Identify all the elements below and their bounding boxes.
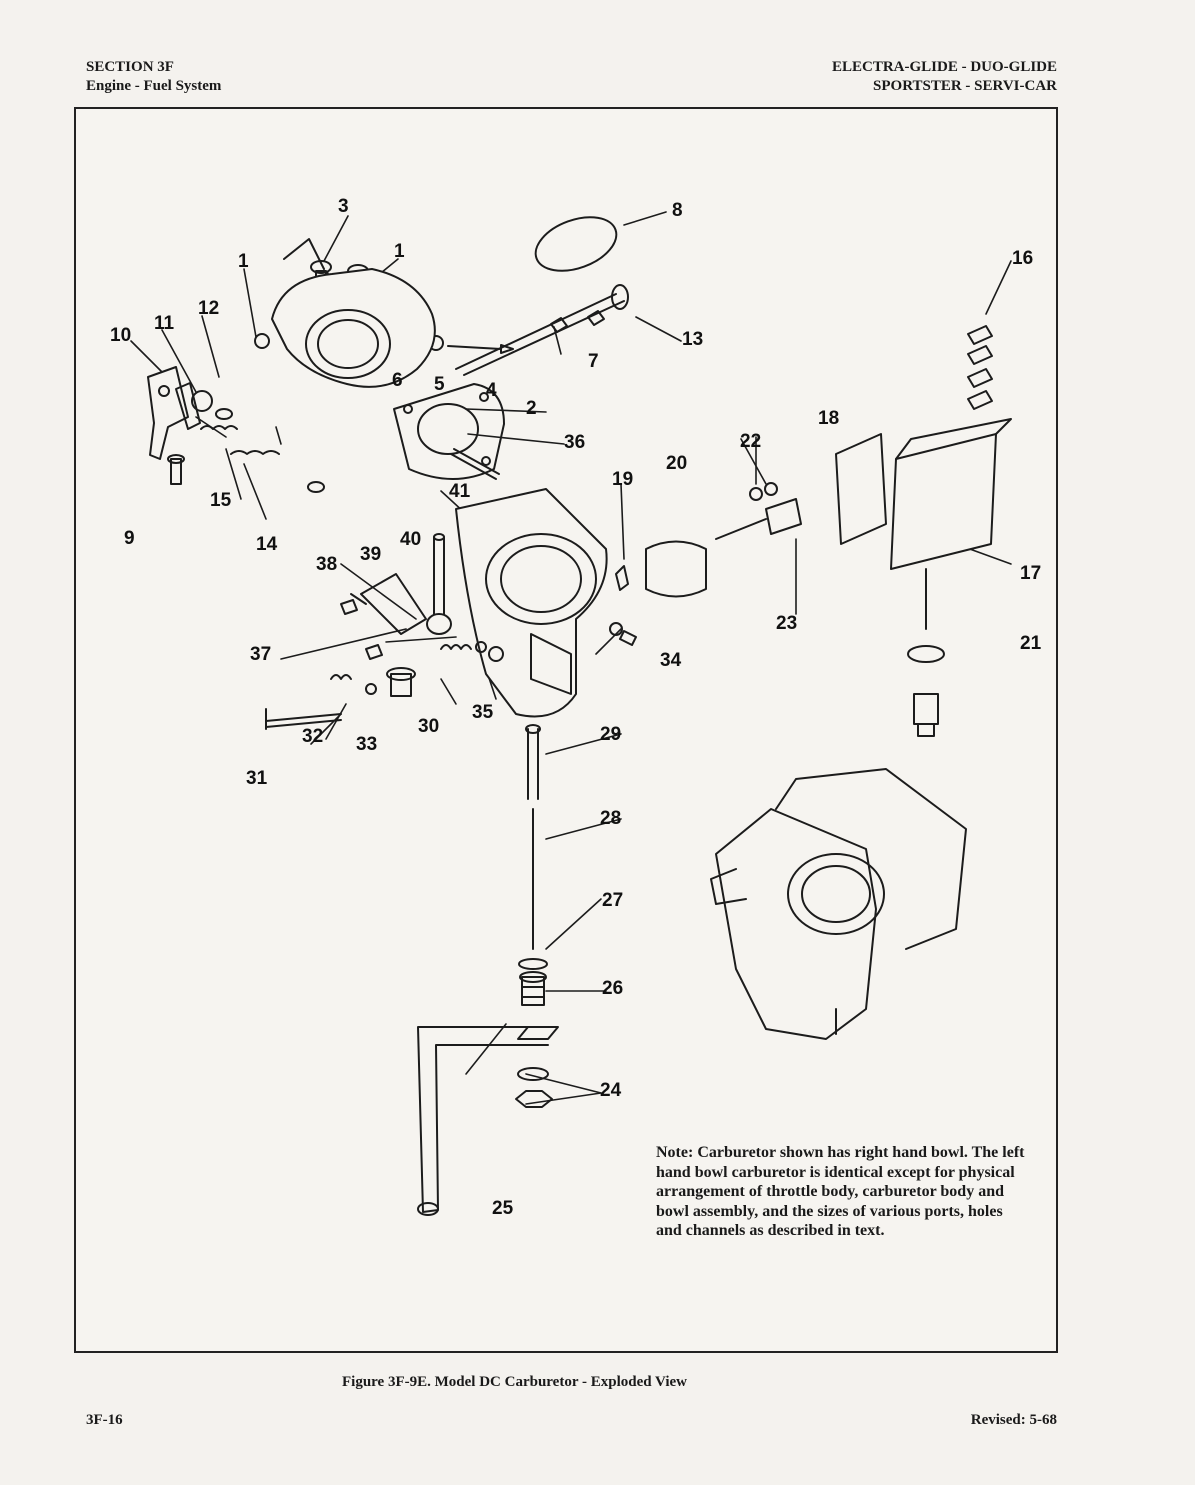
spring-14 — [230, 450, 280, 455]
callout-20: 20 — [666, 453, 688, 474]
washer-11 — [191, 390, 213, 412]
washer-12 — [215, 408, 233, 420]
callout-4: 4 — [486, 380, 497, 401]
throttle-body — [271, 238, 436, 388]
float-lever-23 — [715, 498, 802, 540]
float-bowl-17 — [890, 418, 1012, 570]
nuts-24 — [515, 1067, 553, 1108]
lever-10 — [147, 366, 201, 460]
callout-5: 5 — [434, 374, 445, 395]
callout-28: 28 — [600, 808, 622, 829]
figure-caption: Figure 3F-9E. Model DC Carburetor - Expl… — [342, 1374, 687, 1390]
models-line-2: SPORTSTER - SERVI-CAR — [873, 78, 1057, 94]
callout-34: 34 — [660, 650, 682, 671]
callout-25: 25 — [492, 1198, 514, 1219]
callout-3: 3 — [338, 196, 349, 217]
callout-8: 8 — [672, 200, 683, 221]
pin-36 — [450, 448, 500, 480]
jet-29 — [525, 724, 541, 800]
throttle-shaft-13 — [455, 284, 629, 376]
throttle-disc-8 — [534, 216, 618, 272]
callout-17: 17 — [1020, 563, 1042, 584]
screws-7 — [550, 310, 605, 333]
screws-16 — [967, 325, 993, 410]
callout-6: 6 — [392, 370, 403, 391]
bracket-25 — [417, 1026, 559, 1216]
pin-22 — [749, 482, 778, 501]
washer-27 — [518, 958, 548, 970]
screw-35 — [440, 641, 504, 662]
clip-19 — [615, 565, 629, 591]
callout-27: 27 — [602, 890, 624, 911]
fitting-30 — [386, 667, 416, 697]
callout-12: 12 — [198, 298, 220, 319]
callout-19: 19 — [612, 469, 634, 490]
section-header: SECTION 3F Engine - Fuel System — [86, 58, 221, 96]
callout-24: 24 — [600, 1080, 622, 1101]
callout-11: 11 — [154, 313, 175, 334]
screw-34 — [609, 622, 637, 646]
inlet-fitting-21 — [907, 568, 945, 737]
needle-40 — [426, 533, 452, 635]
revision-date: Revised: 5-68 — [970, 1412, 1057, 1428]
assembled-carburetor — [710, 768, 967, 1040]
bowl-gasket-18 — [835, 433, 887, 545]
callout-21: 21 — [1020, 633, 1042, 654]
spring-15 — [200, 425, 238, 430]
section-title: SECTION 3F — [86, 59, 174, 75]
callout-18: 18 — [818, 408, 840, 429]
callout-7: 7 — [588, 351, 599, 372]
callout-29: 29 — [600, 724, 622, 745]
callout-1b: 1 — [394, 241, 405, 262]
callout-39: 39 — [360, 544, 382, 565]
models-header: ELECTRA-GLIDE - DUO-GLIDE SPORTSTER - SE… — [832, 58, 1057, 96]
callout-1: 1 — [238, 251, 249, 272]
callout-31: 31 — [246, 768, 268, 789]
gasket-2 — [393, 383, 505, 480]
washer-33 — [365, 683, 377, 695]
callout-36: 36 — [564, 432, 586, 453]
callout-35: 35 — [472, 702, 494, 723]
callout-26: 26 — [602, 978, 624, 999]
callout-14: 14 — [256, 534, 278, 555]
needle-31 — [265, 708, 342, 730]
callout-10: 10 — [110, 325, 132, 346]
exploded-view-drawing — [130, 211, 1012, 1216]
lever-38-39 — [350, 573, 427, 635]
callout-33: 33 — [356, 734, 378, 755]
page-number: 3F-16 — [86, 1412, 123, 1428]
callout-38: 38 — [316, 554, 338, 575]
callout-23: 23 — [776, 613, 798, 634]
callout-37: 37 — [250, 644, 272, 665]
spring-32 — [330, 674, 352, 680]
callout-32: 32 — [302, 726, 324, 747]
callout-40: 40 — [400, 529, 422, 550]
callout-16: 16 — [1012, 248, 1034, 269]
fitting-26 — [519, 971, 547, 1006]
carburetor-body — [455, 488, 608, 718]
figure-note: Note: Carburetor shown has right hand bo… — [656, 1144, 1025, 1239]
figure-frame: 3 1 1 8 12 11 10 13 6 5 4 7 2 36 41 15 1… — [74, 107, 1058, 1353]
models-line-1: ELECTRA-GLIDE - DUO-GLIDE — [831, 59, 1057, 75]
callout-41: 41 — [449, 481, 471, 502]
callout-13: 13 — [682, 329, 704, 350]
callout-9: 9 — [124, 528, 135, 549]
float-20 — [645, 540, 707, 598]
callout-2: 2 — [526, 398, 537, 419]
callout-30: 30 — [418, 716, 440, 737]
section-subtitle: Engine - Fuel System — [86, 78, 222, 94]
callout-15: 15 — [210, 490, 232, 511]
plug-41 — [307, 481, 325, 493]
callout-22: 22 — [740, 431, 762, 452]
screw-9 — [167, 454, 185, 485]
screws-37 — [340, 599, 383, 660]
